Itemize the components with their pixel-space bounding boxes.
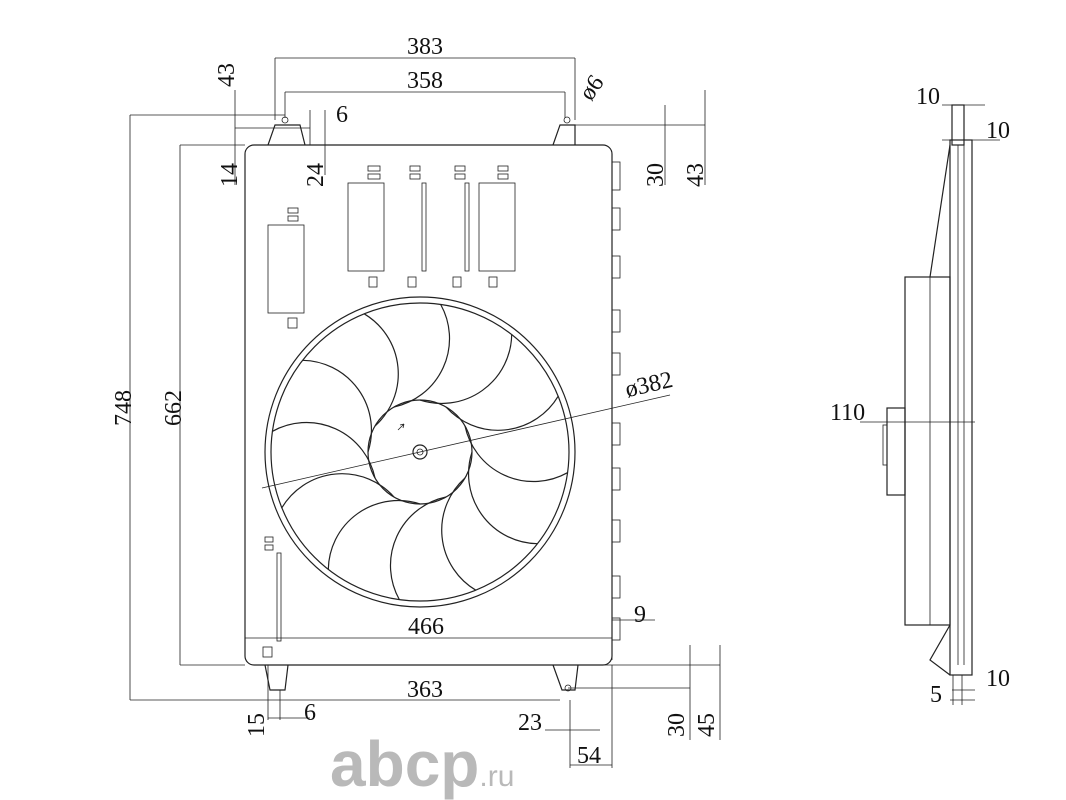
dimension-labels: 383 358 ø6 43 6 14 24 30 43 748 662 ø382… — [111, 34, 1010, 769]
fan-blade — [272, 421, 376, 479]
dim-662: 662 — [161, 390, 187, 426]
dim-hole-6: ø6 — [574, 71, 609, 106]
top-right-hole — [563, 116, 571, 124]
dim-side-10-top: 10 — [916, 84, 940, 110]
fan-blade — [445, 395, 559, 431]
dim-fan-382: ø382 — [623, 367, 676, 403]
fan-blade — [393, 304, 451, 408]
rotation-arrow-icon — [397, 423, 405, 431]
dim-23: 23 — [518, 710, 542, 736]
fan-ring-outer — [264, 296, 576, 608]
dim-15: 15 — [244, 713, 270, 737]
fan-blade — [419, 334, 513, 405]
dim-side-110: 110 — [830, 400, 865, 426]
dim-358: 358 — [407, 68, 443, 94]
dim-45: 45 — [694, 713, 720, 737]
fan-blade — [281, 473, 395, 509]
dim-748: 748 — [111, 390, 137, 426]
motor-block — [904, 276, 951, 626]
fan-blade — [327, 499, 421, 570]
fan-blade — [302, 359, 373, 453]
fan-ring-inner — [270, 302, 570, 602]
frame-flaps — [262, 165, 516, 658]
dim-side-10-frame: 10 — [986, 118, 1010, 144]
dim-466: 466 — [408, 614, 444, 640]
dim-43-right: 43 — [683, 163, 709, 187]
fan-blade — [467, 451, 538, 545]
bottom-mount-tabs — [264, 664, 579, 691]
dim-43-left: 43 — [214, 63, 240, 87]
fan-hub — [367, 399, 473, 505]
dim-30-top: 30 — [643, 163, 669, 187]
dim-24: 24 — [303, 163, 329, 187]
side-view — [860, 104, 1000, 705]
dim-side-10-bottom: 10 — [986, 666, 1010, 692]
dim-54: 54 — [577, 743, 601, 769]
front-view — [244, 116, 621, 692]
fan-blade — [363, 313, 399, 427]
dimension-lines — [129, 57, 721, 768]
top-mount-tabs — [267, 124, 576, 146]
fan-blade — [389, 496, 447, 600]
motor-hub — [886, 407, 906, 496]
right-side-clips — [611, 161, 621, 641]
dim-30-bottom: 30 — [664, 713, 690, 737]
dim-14: 14 — [217, 163, 243, 187]
dim-side-5: 5 — [930, 682, 942, 708]
dim-6-top: 6 — [336, 102, 348, 128]
dim-363: 363 — [407, 677, 443, 703]
dim-383: 383 — [407, 34, 443, 60]
shroud-frame — [244, 144, 613, 666]
watermark-logo: abcp.ru — [330, 728, 514, 800]
dim-9: 9 — [634, 602, 646, 628]
fan-blade — [441, 477, 477, 591]
fan-blade — [464, 425, 568, 483]
hub-center — [412, 444, 428, 460]
dim-6-bottom: 6 — [304, 700, 316, 726]
